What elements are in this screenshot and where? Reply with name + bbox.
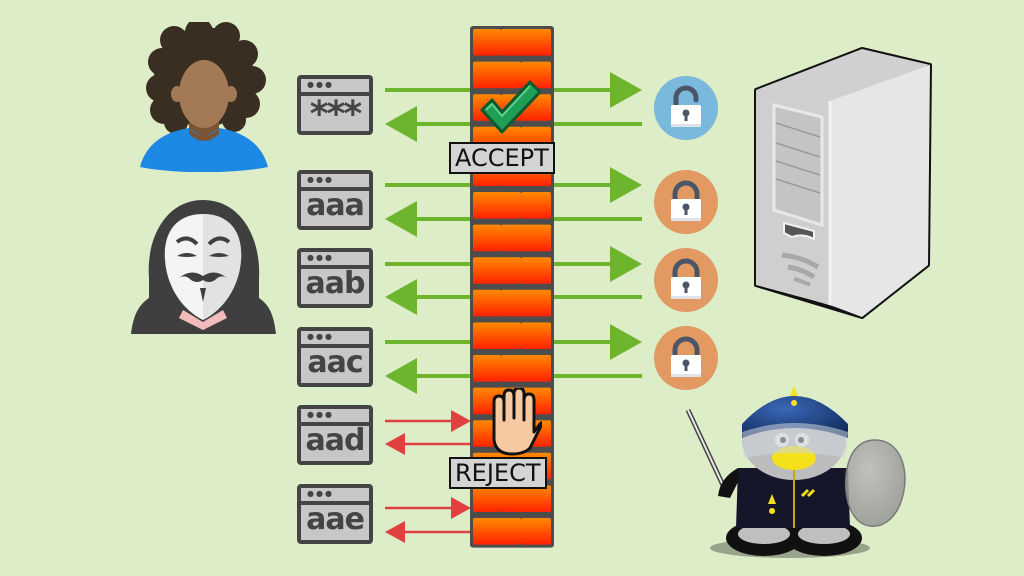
credential-window: ●●● aaa (297, 170, 373, 230)
brick (521, 518, 551, 545)
brick (501, 224, 551, 252)
brick (501, 355, 551, 382)
blocked-request-arrow-head (451, 497, 471, 519)
brick (473, 485, 501, 512)
brick (473, 518, 521, 545)
brick (521, 322, 551, 349)
police-tux-penguin-icon (685, 386, 906, 558)
request-arrow-head (610, 246, 642, 282)
credential-text: aaa (306, 187, 365, 223)
green-checkmark-icon (480, 80, 542, 134)
window-dots-icon: ●●● (307, 253, 334, 262)
response-arrow-head (385, 279, 417, 315)
user-avatar-icon (140, 22, 268, 172)
brick (473, 29, 501, 56)
brick (473, 322, 521, 349)
credential-text: aab (305, 265, 366, 301)
window-dots-icon: ●●● (307, 410, 334, 419)
credential-text: aac (307, 344, 363, 380)
response-arrow-head (385, 106, 417, 142)
brick (521, 192, 551, 219)
brick (501, 289, 551, 317)
credential-window: ●●● aad (297, 405, 373, 465)
blocked-response-arrow-head (385, 433, 405, 455)
accept-label: ACCEPT (449, 142, 555, 174)
request-arrow-head (610, 167, 642, 203)
brick (473, 61, 521, 89)
window-dots-icon: ●●● (307, 175, 334, 184)
window-dots-icon: ●●● (307, 489, 334, 498)
stop-hand-icon (492, 388, 542, 456)
locked-padlock-icon (654, 248, 718, 312)
response-arrow-head (385, 358, 417, 394)
anonymous-hacker-icon (131, 200, 276, 334)
unlocked-padlock-icon (654, 76, 718, 140)
credential-text: aad (305, 422, 366, 458)
response-arrow-head (385, 201, 417, 237)
request-arrow-head (610, 324, 642, 360)
brick (501, 485, 551, 512)
reject-label: REJECT (449, 457, 547, 489)
credential-text: aae (306, 501, 365, 537)
credential-window: ●●● *** (297, 75, 373, 135)
brick (521, 257, 551, 284)
server-tower-icon (754, 47, 932, 319)
locked-padlock-icon (654, 170, 718, 234)
brick (473, 257, 521, 284)
window-dots-icon: ●●● (307, 332, 334, 341)
credential-text: *** (309, 93, 362, 135)
locked-padlock-icon (654, 326, 718, 390)
credential-window: ●●● aac (297, 327, 373, 387)
brick (473, 224, 501, 252)
request-arrow-head (610, 72, 642, 108)
credential-window: ●●● aab (297, 248, 373, 308)
window-dots-icon: ●●● (307, 80, 334, 89)
brick (501, 29, 551, 56)
blocked-response-arrow-head (385, 521, 405, 543)
blocked-request-arrow-head (451, 410, 471, 432)
brick (473, 192, 521, 219)
credential-window: ●●● aae (297, 484, 373, 544)
brick (473, 289, 501, 317)
brick (473, 355, 501, 382)
